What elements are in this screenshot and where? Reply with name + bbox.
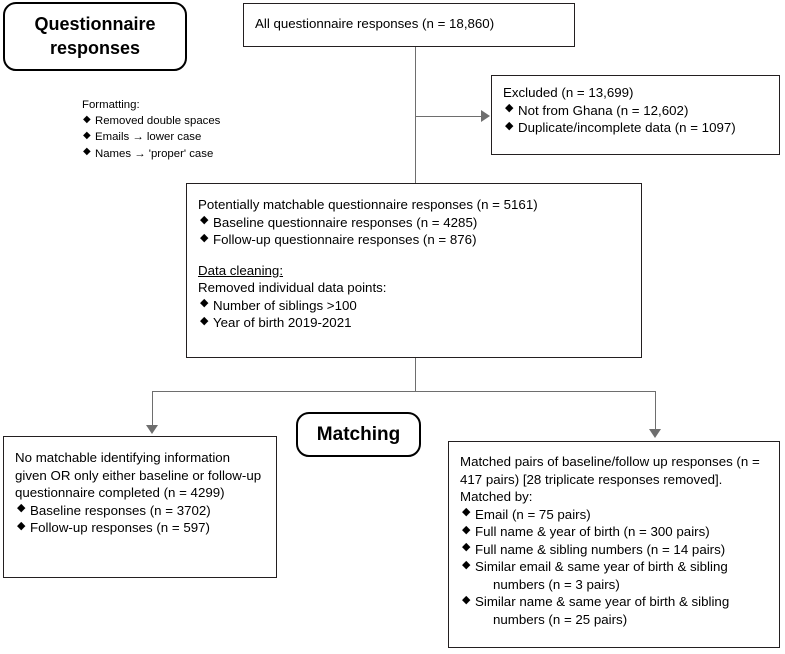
list-item: ◆Year of birth 2019-2021 — [200, 314, 352, 331]
diamond-bullet-icon: ◆ — [462, 541, 471, 554]
node-no-matchable-info: No matchable identifying information giv… — [3, 436, 277, 578]
list-item: ◆Baseline responses (n = 3702) — [17, 502, 211, 518]
node-no-matchable-info-header: No matchable identifying information giv… — [15, 450, 262, 501]
node-potentially-matchable-list: ◆Baseline questionnaire responses (n = 4… — [198, 214, 633, 249]
connector-split-right — [655, 391, 656, 431]
formatting-note-list: ◆Removed double spaces ◆Emails → lower c… — [82, 113, 282, 162]
list-item: ◆Not from Ghana (n = 12,602) — [505, 102, 689, 118]
diamond-bullet-icon: ◆ — [200, 297, 209, 310]
connector-matchable-down — [415, 358, 416, 392]
node-excluded-header: Excluded (n = 13,699) — [503, 85, 634, 100]
node-data-cleaning-subheader: Data cleaning: — [198, 262, 284, 278]
stage-pill-matching-label: Matching — [316, 423, 401, 445]
formatting-note-header: Formatting: — [82, 99, 140, 111]
list-item: ◆Full name & sibling numbers (n = 14 pai… — [462, 541, 726, 557]
stage-pill-matching: Matching — [296, 412, 421, 457]
diamond-bullet-icon: ◆ — [200, 231, 209, 244]
node-excluded: Excluded (n = 13,699) ◆Not from Ghana (n… — [491, 75, 780, 155]
stage-pill-questionnaire-line1: Questionnaire — [34, 14, 156, 35]
diamond-bullet-icon: ◆ — [505, 102, 514, 115]
stage-pill-questionnaire-responses: Questionnaire responses — [3, 2, 187, 71]
stage-pill-questionnaire-line2: responses — [49, 37, 141, 58]
list-item: ◆Names → 'proper' case — [83, 146, 214, 160]
diamond-bullet-icon: ◆ — [17, 519, 26, 532]
list-item: ◆Full name & year of birth (n = 300 pair… — [462, 523, 710, 540]
list-item: ◆Baseline questionnaire responses (n = 4… — [200, 214, 478, 230]
node-all-questionnaire-responses: All questionnaire responses (n = 18,860) — [243, 3, 575, 47]
diamond-bullet-icon: ◆ — [83, 113, 91, 125]
list-item: ◆Number of siblings >100 — [200, 297, 357, 313]
list-item: ◆Email (n = 75 pairs) — [462, 506, 591, 522]
list-item: ◆Duplicate/incomplete data (n = 1097) — [505, 119, 736, 136]
arrowhead-to-excluded — [481, 110, 490, 122]
connector-all-to-matchable — [415, 47, 416, 183]
node-potentially-matchable-header: Potentially matchable questionnaire resp… — [198, 197, 538, 212]
node-all-responses-header: All questionnaire responses (n = 18,860) — [255, 16, 495, 31]
diamond-bullet-icon: ◆ — [83, 129, 91, 141]
diamond-bullet-icon: ◆ — [200, 214, 209, 227]
node-data-cleaning-subline: Removed individual data points: — [198, 280, 387, 296]
node-matched-pairs-list: ◆Email (n = 75 pairs) ◆Full name & year … — [460, 506, 769, 629]
node-potentially-matchable: Potentially matchable questionnaire resp… — [186, 183, 642, 358]
diamond-bullet-icon: ◆ — [83, 146, 91, 158]
diamond-bullet-icon: ◆ — [17, 502, 26, 515]
node-data-cleaning-list: ◆Number of siblings >100 ◆Year of birth … — [198, 297, 633, 332]
diamond-bullet-icon: ◆ — [462, 506, 471, 519]
diamond-bullet-icon: ◆ — [200, 314, 209, 327]
list-item: ◆Removed double spaces — [83, 113, 221, 128]
node-matched-pairs-header: Matched pairs of baseline/follow up resp… — [460, 454, 760, 505]
list-item: ◆Follow-up responses (n = 597) — [17, 519, 210, 536]
node-matched-pairs: Matched pairs of baseline/follow up resp… — [448, 441, 780, 648]
connector-split-left — [152, 391, 153, 427]
arrowhead-to-no-matchable-info — [146, 425, 158, 434]
list-item: ◆Emails → lower case — [83, 129, 202, 144]
diamond-bullet-icon: ◆ — [505, 119, 514, 132]
connector-split-horizontal — [152, 391, 656, 392]
list-item: ◆Follow-up questionnaire responses (n = … — [200, 231, 477, 248]
list-item: ◆Similar name & same year of birth & sib… — [462, 593, 730, 627]
formatting-note: Formatting: ◆Removed double spaces ◆Emai… — [82, 97, 282, 162]
node-no-matchable-info-list: ◆Baseline responses (n = 3702) ◆Follow-u… — [15, 502, 262, 537]
arrowhead-to-matched-pairs — [649, 429, 661, 438]
diamond-bullet-icon: ◆ — [462, 523, 471, 536]
list-item: ◆Similar email & same year of birth & si… — [462, 558, 728, 592]
diamond-bullet-icon: ◆ — [462, 593, 471, 606]
diamond-bullet-icon: ◆ — [462, 558, 471, 571]
connector-to-excluded — [415, 116, 481, 117]
node-excluded-list: ◆Not from Ghana (n = 12,602) ◆Duplicate/… — [503, 102, 771, 137]
